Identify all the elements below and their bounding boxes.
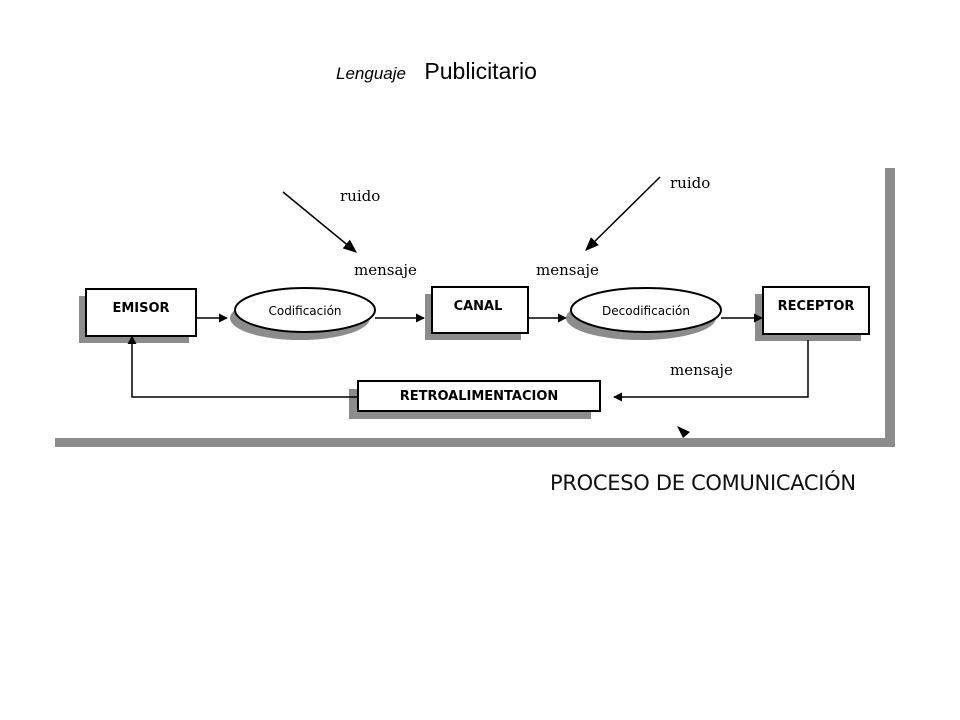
node-codificacion: Codificación <box>230 287 376 340</box>
node-decodificacion: Decodificación <box>566 287 722 340</box>
label-ruido-2: ruido <box>670 174 710 192</box>
arrow-ruido-1 <box>282 191 358 253</box>
node-emisor: EMISOR <box>79 288 197 343</box>
node-canal: CANAL <box>425 286 529 340</box>
label-mensaje-3: mensaje <box>670 361 733 379</box>
node-retroalimentacion-label: RETROALIMENTACION <box>400 389 559 404</box>
node-retroalimentacion: RETROALIMENTACION <box>349 380 601 419</box>
arrow-receptor-to-retroalimentacion <box>613 340 809 402</box>
label-mensaje-1: mensaje <box>354 261 417 279</box>
frame-bottom-border <box>55 438 895 447</box>
diagram-caption: PROCESO DE COMUNICACIÓN <box>550 471 856 495</box>
page-title: Lenguaje Publicitario <box>336 58 537 85</box>
node-decodificacion-label: Decodificación <box>602 304 690 318</box>
label-ruido-1: ruido <box>340 187 380 205</box>
title-subtitle: Lenguaje <box>336 64 406 83</box>
title-main: Publicitario <box>424 58 537 84</box>
arrow-retroalimentacion-to-emisor <box>127 335 358 398</box>
node-receptor: RECEPTOR <box>755 286 870 341</box>
stray-arrowhead-icon <box>677 426 690 438</box>
node-receptor-label: RECEPTOR <box>778 299 855 314</box>
frame-right-border <box>885 168 895 447</box>
node-codificacion-label: Codificación <box>268 304 341 318</box>
label-mensaje-2: mensaje <box>536 261 599 279</box>
node-canal-label: CANAL <box>454 299 503 314</box>
arrow-ruido-2 <box>585 176 661 251</box>
node-emisor-label: EMISOR <box>112 301 169 316</box>
